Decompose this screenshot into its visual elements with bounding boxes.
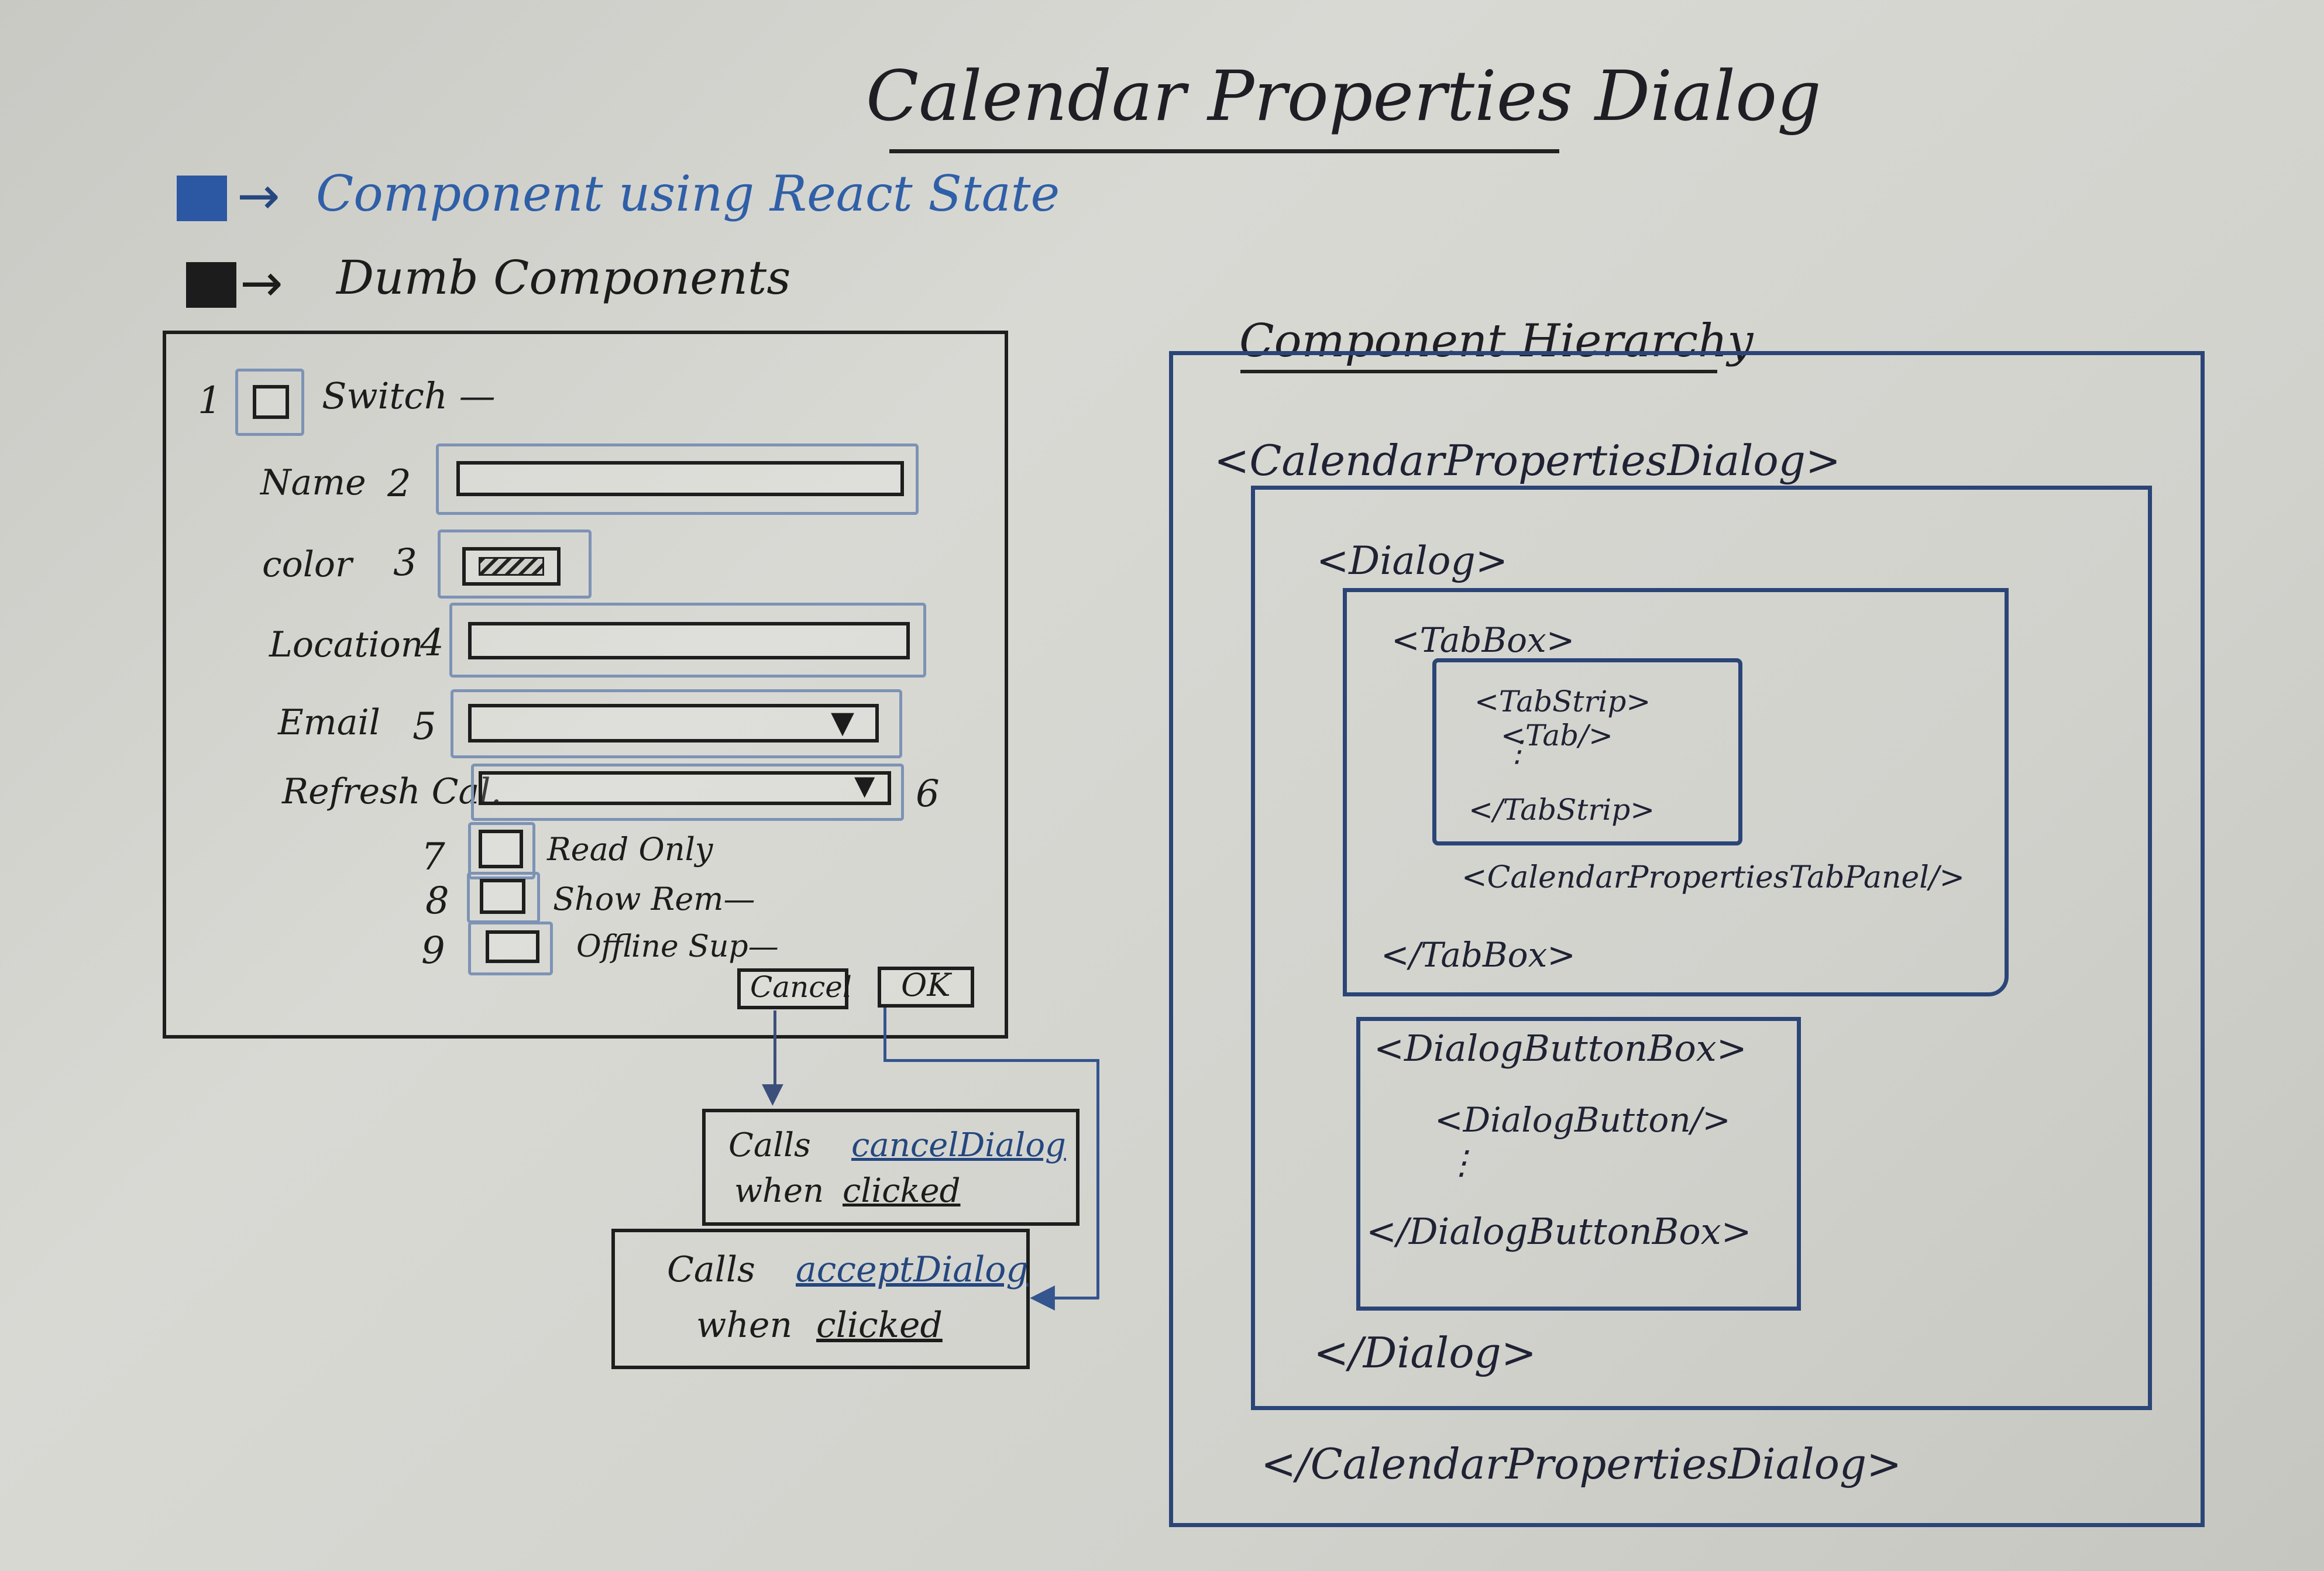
- accept-note: [611, 1229, 1030, 1369]
- color-swatch: [479, 557, 544, 576]
- ok-connector-down: [883, 1008, 886, 1061]
- refresh-state-outline: [471, 764, 904, 821]
- switch-label: Switch —: [322, 374, 496, 417]
- show-rem-checkbox[interactable]: [480, 879, 525, 914]
- legend-dumb-swatch: [186, 262, 236, 308]
- name-state-outline: [436, 444, 919, 515]
- arrow-down-icon: ▼: [762, 1077, 783, 1109]
- location-input[interactable]: [468, 622, 910, 659]
- switch-number: 1: [198, 379, 222, 422]
- dialog-mockup: [163, 331, 1008, 1039]
- tag-tabstrip-close: </TabStrip>: [1469, 793, 1655, 827]
- ok-button[interactable]: [878, 967, 974, 1008]
- read-only-number: 7: [421, 836, 445, 879]
- switch-state-outline: [235, 369, 304, 436]
- diagram-title: Calendar Properties Dialog: [866, 56, 1821, 136]
- tag-tab: <Tab/>: [1501, 719, 1613, 752]
- ok-button-label: OK: [901, 967, 951, 1003]
- email-state-outline: [451, 689, 902, 758]
- color-state-outline: [438, 530, 592, 599]
- email-label: Email: [278, 702, 380, 743]
- color-number: 3: [393, 541, 417, 585]
- tag-cpd-open: <CalendarPropertiesDialog>: [1214, 436, 1841, 485]
- legend-state-arrow: →: [237, 166, 280, 226]
- dialog-button-box-box: [1356, 1017, 1801, 1311]
- hierarchy-title: Component Hierarchy: [1239, 315, 1754, 367]
- cancel-button[interactable]: [737, 968, 848, 1009]
- color-label: color: [262, 544, 352, 585]
- tab-ellipsis: ⋮: [1503, 734, 1532, 768]
- email-dropdown[interactable]: [468, 704, 879, 742]
- show-rem-number: 8: [425, 879, 449, 923]
- tag-dbb-open: <DialogButtonBox>: [1374, 1027, 1747, 1070]
- switch-checkbox[interactable]: [253, 385, 289, 419]
- tabbox-box: [1343, 588, 2009, 996]
- refresh-label: Refresh Cal.: [282, 771, 502, 812]
- name-input[interactable]: [456, 461, 904, 496]
- tag-tabpanel: <CalendarPropertiesTabPanel/>: [1462, 860, 1965, 895]
- calendar-properties-dialog-box: [1169, 351, 2205, 1527]
- ok-connector-vertical: [1096, 1059, 1099, 1299]
- offline-number: 9: [421, 929, 445, 972]
- refresh-number: 6: [916, 772, 940, 816]
- chevron-down-icon[interactable]: ▼: [831, 705, 854, 740]
- cancel-note-prefix: Calls: [728, 1126, 811, 1164]
- chevron-down-icon[interactable]: ▼: [854, 769, 875, 801]
- offline-label: Offline Sup—: [576, 929, 779, 964]
- legend-state-label: Component using React State: [316, 165, 1060, 222]
- location-label: Location: [269, 624, 424, 665]
- show-rem-label: Show Rem—: [553, 881, 755, 917]
- tag-tabbox-open: <TabBox>: [1391, 620, 1575, 660]
- tag-dialog-button: <DialogButton/>: [1435, 1100, 1731, 1140]
- accept-note-method: acceptDialog: [796, 1249, 1029, 1290]
- cancel-note-method: cancelDialog: [851, 1126, 1066, 1164]
- legend-dumb-label: Dumb Components: [336, 250, 791, 305]
- tag-tabbox-close: </TabBox>: [1381, 935, 1576, 975]
- tag-dbb-close: </DialogButtonBox>: [1366, 1210, 1752, 1253]
- arrow-left-icon: ◀: [1030, 1277, 1056, 1315]
- legend-dumb-arrow: →: [240, 253, 283, 313]
- dialog-box: [1251, 486, 2152, 1410]
- title-underline: [889, 149, 1559, 153]
- cancel-button-label: Cancel: [750, 970, 852, 1004]
- offline-state-outline: [468, 922, 553, 975]
- tabstrip-box: [1432, 658, 1742, 845]
- accept-note-clicked: clicked: [816, 1305, 943, 1346]
- email-number: 5: [412, 705, 436, 748]
- cancel-note-when: when: [734, 1172, 824, 1210]
- offline-checkbox[interactable]: [486, 930, 539, 963]
- accept-note-when: when: [696, 1305, 793, 1346]
- refresh-dropdown[interactable]: [479, 771, 891, 805]
- tag-cpd-close: </CalendarPropertiesDialog>: [1261, 1439, 1902, 1489]
- location-state-outline: [449, 603, 926, 678]
- name-label: Name: [260, 462, 366, 503]
- tag-dialog-close: </Dialog>: [1314, 1328, 1537, 1377]
- tag-tabstrip-open: <TabStrip>: [1474, 685, 1651, 719]
- read-only-label: Read Only: [547, 831, 713, 868]
- ok-connector-right: [883, 1059, 1099, 1062]
- hierarchy-underline: [1240, 370, 1717, 373]
- cancel-note: [702, 1109, 1080, 1226]
- location-number: 4: [420, 621, 444, 665]
- read-only-checkbox[interactable]: [479, 830, 523, 868]
- cancel-connector: [773, 1010, 776, 1087]
- dialog-button-ellipsis: ⋮: [1445, 1144, 1478, 1182]
- cancel-note-clicked: clicked: [843, 1172, 961, 1210]
- legend-state-swatch: [177, 176, 227, 221]
- accept-note-prefix: Calls: [667, 1249, 755, 1290]
- read-only-state-outline: [468, 822, 535, 879]
- ok-connector-back: [1046, 1297, 1099, 1300]
- name-number: 2: [387, 462, 411, 506]
- tag-dialog-open: <Dialog>: [1316, 538, 1508, 583]
